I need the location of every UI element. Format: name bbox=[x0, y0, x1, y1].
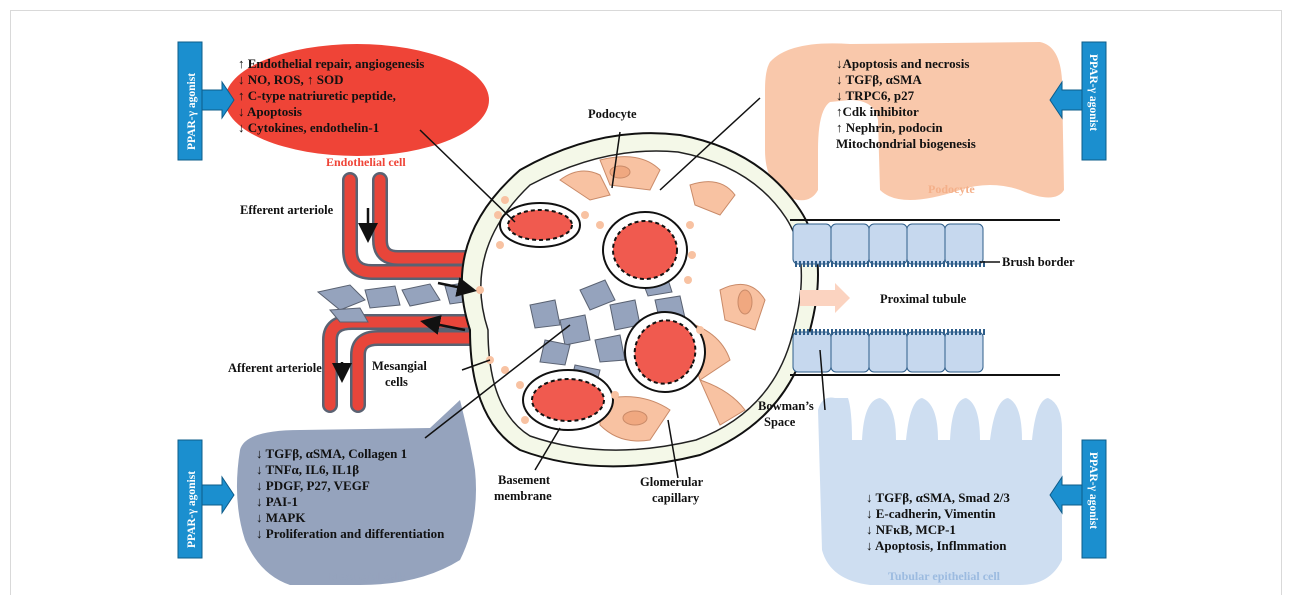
figure-frame bbox=[10, 10, 1282, 595]
